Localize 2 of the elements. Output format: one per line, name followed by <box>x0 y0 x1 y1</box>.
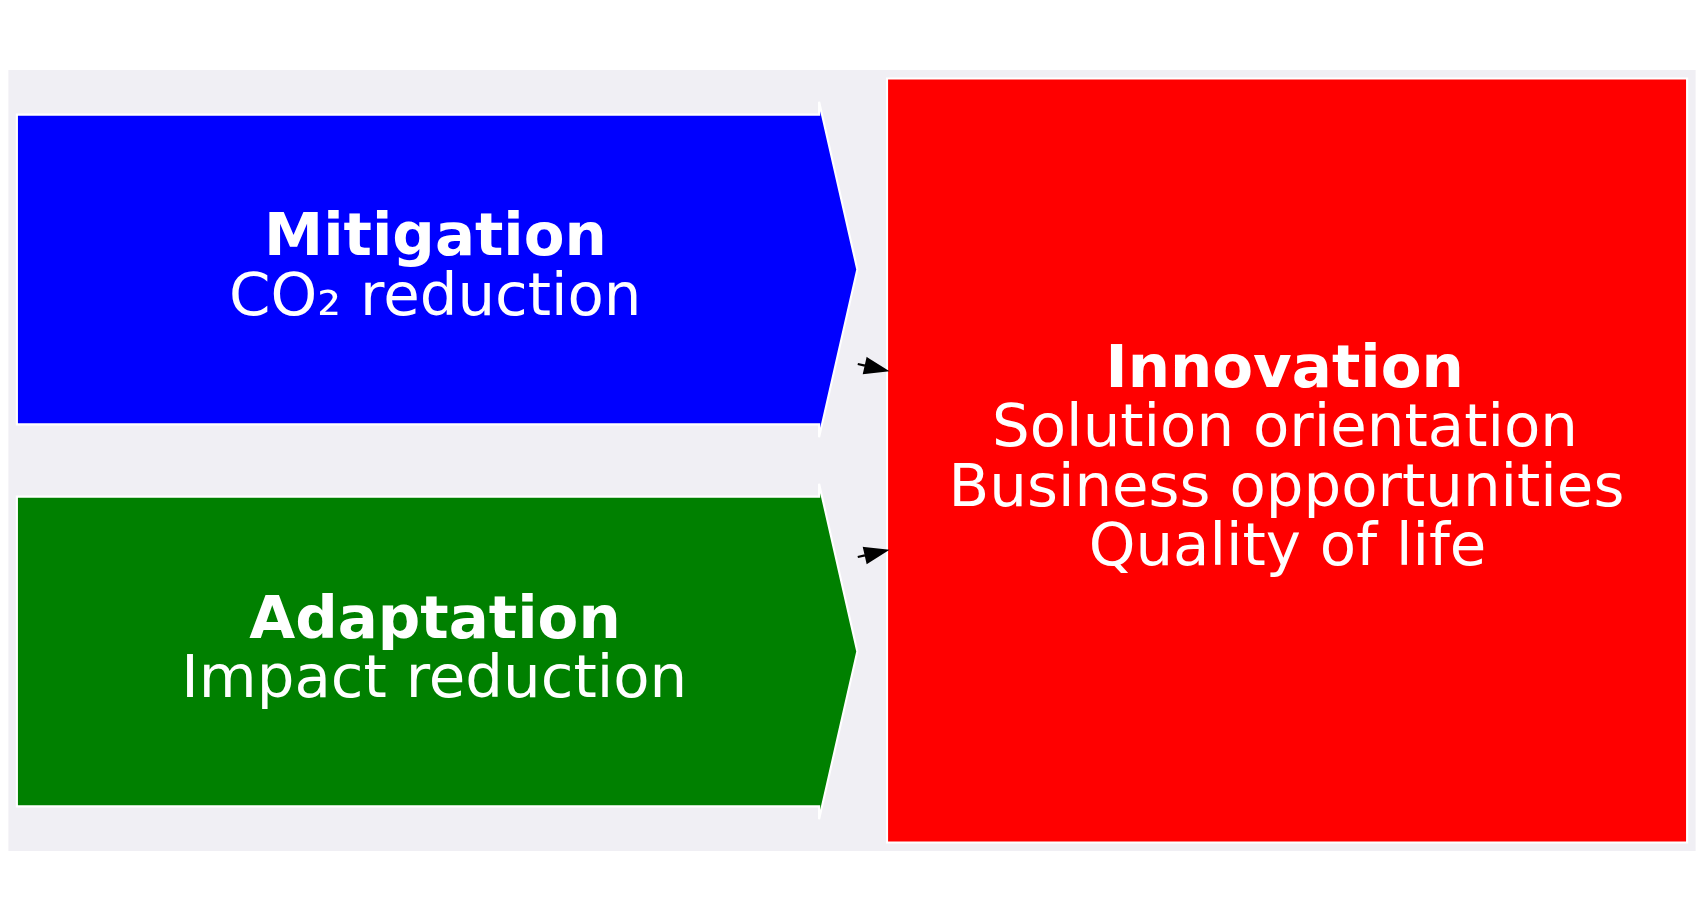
arrow <box>857 546 890 564</box>
node-box: Innovation Solution orientation Business opportunities Quality of life <box>885 76 1689 844</box>
